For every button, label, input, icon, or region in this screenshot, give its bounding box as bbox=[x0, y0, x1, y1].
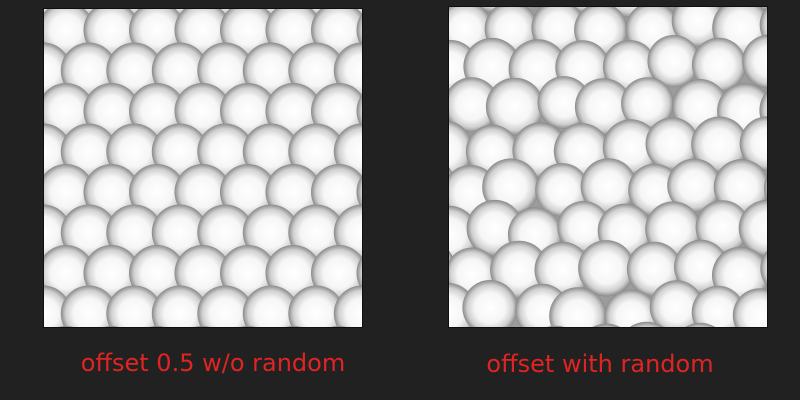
cell-77 bbox=[649, 280, 704, 327]
cell-42 bbox=[691, 116, 748, 173]
cell-35 bbox=[356, 94, 362, 128]
cell-17 bbox=[356, 13, 362, 47]
cell-86 bbox=[629, 321, 664, 327]
cell-82 bbox=[58, 326, 74, 327]
cell-61 bbox=[738, 199, 767, 257]
cell-29 bbox=[485, 77, 544, 136]
cell-23 bbox=[647, 35, 700, 88]
cell-85 bbox=[592, 323, 621, 327]
cell-88 bbox=[331, 326, 347, 327]
hex-cell-pattern-jittered bbox=[449, 7, 767, 327]
cell-79 bbox=[732, 288, 767, 327]
cell-43 bbox=[739, 116, 767, 171]
hex-cell-pattern-regular bbox=[44, 9, 362, 327]
cell-76 bbox=[197, 285, 254, 327]
cell-25 bbox=[742, 34, 767, 89]
cell-28 bbox=[449, 77, 500, 133]
cell-76 bbox=[604, 289, 659, 327]
cell-75 bbox=[151, 285, 208, 327]
cell-60 bbox=[695, 200, 750, 255]
caption-offset-no-random: offset 0.5 w/o random bbox=[80, 349, 346, 377]
texture-offset-no-random bbox=[43, 8, 363, 328]
cell-75 bbox=[549, 287, 607, 327]
cell-17 bbox=[759, 7, 767, 44]
cell-67 bbox=[578, 240, 635, 297]
cell-51 bbox=[667, 158, 722, 213]
cell-71 bbox=[760, 250, 767, 286]
cell-83 bbox=[104, 326, 119, 327]
cell-78 bbox=[691, 285, 745, 327]
cell-79 bbox=[333, 285, 362, 327]
cell-36 bbox=[449, 120, 473, 179]
cell-84 bbox=[149, 326, 165, 327]
cell-41 bbox=[645, 117, 699, 171]
cell-74 bbox=[106, 285, 163, 327]
cell-31 bbox=[574, 78, 633, 136]
caption-offset-random: offset with random bbox=[486, 350, 714, 378]
cell-32 bbox=[621, 77, 674, 130]
cell-66 bbox=[534, 241, 591, 298]
cell-87 bbox=[685, 322, 716, 327]
cell-55 bbox=[466, 199, 524, 257]
cell-85 bbox=[195, 326, 210, 327]
texture-offset-random bbox=[448, 6, 768, 328]
cell-84 bbox=[547, 325, 565, 327]
cell-53 bbox=[356, 175, 362, 209]
cell-57 bbox=[557, 201, 610, 254]
cell-73 bbox=[462, 280, 518, 327]
cell-87 bbox=[286, 326, 301, 327]
cell-24 bbox=[691, 37, 746, 92]
cell-49 bbox=[580, 158, 637, 215]
cell-86 bbox=[240, 326, 256, 327]
cell-78 bbox=[288, 285, 345, 327]
cell-15 bbox=[671, 7, 725, 47]
cell-77 bbox=[242, 285, 299, 327]
cell-73 bbox=[60, 285, 117, 327]
cell-53 bbox=[763, 175, 767, 201]
cell-71 bbox=[356, 256, 362, 290]
